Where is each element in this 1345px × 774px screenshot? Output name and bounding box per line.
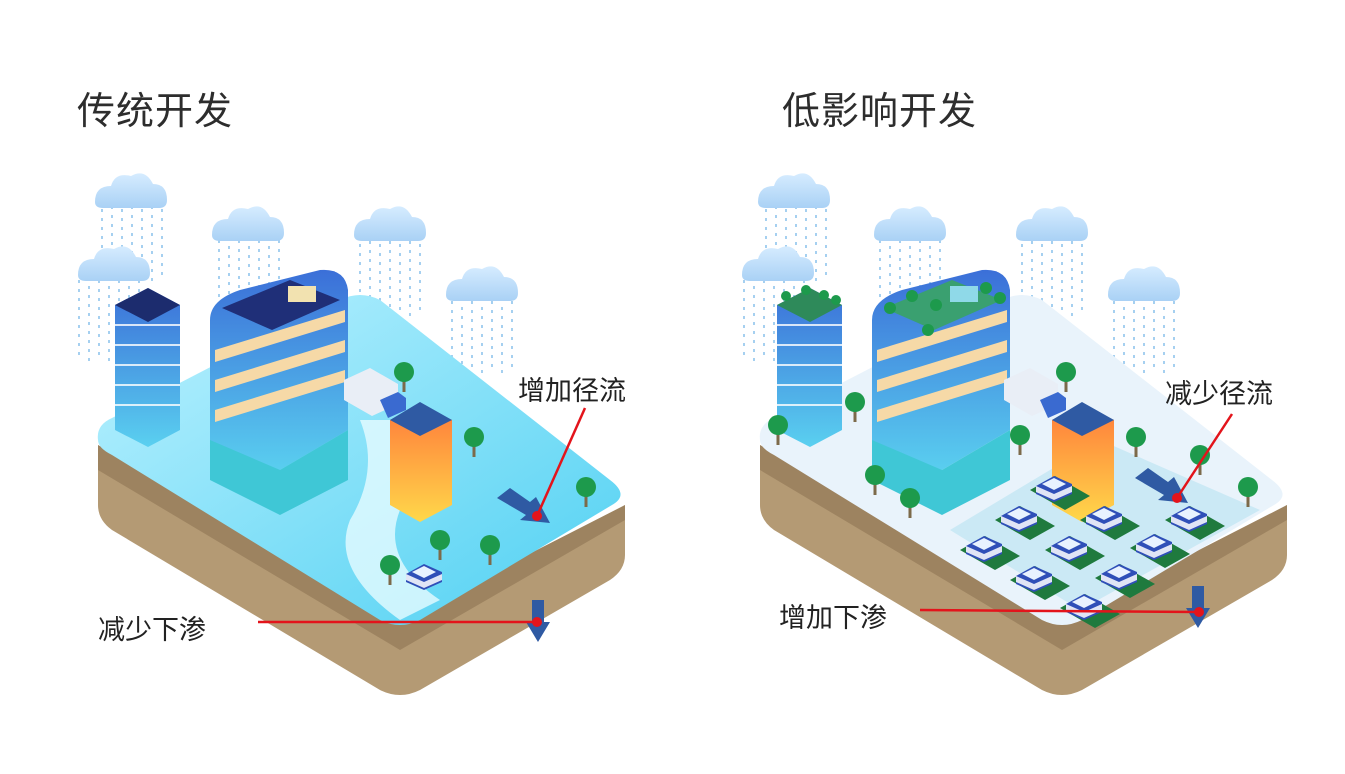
- building-icon: [210, 270, 348, 515]
- building-icon: [115, 288, 180, 447]
- building-icon: [872, 270, 1010, 515]
- label-increase-infiltration: 增加下渗: [779, 596, 887, 635]
- label-increase-runoff: 增加径流: [518, 369, 626, 408]
- panel-title-lid: 低影响开发: [782, 80, 977, 135]
- panel-title-traditional: 传统开发: [77, 80, 233, 135]
- label-decrease-runoff: 减少径流: [1165, 372, 1273, 411]
- building-icon: [390, 402, 452, 522]
- label-decrease-infiltration: 减少下渗: [98, 608, 206, 647]
